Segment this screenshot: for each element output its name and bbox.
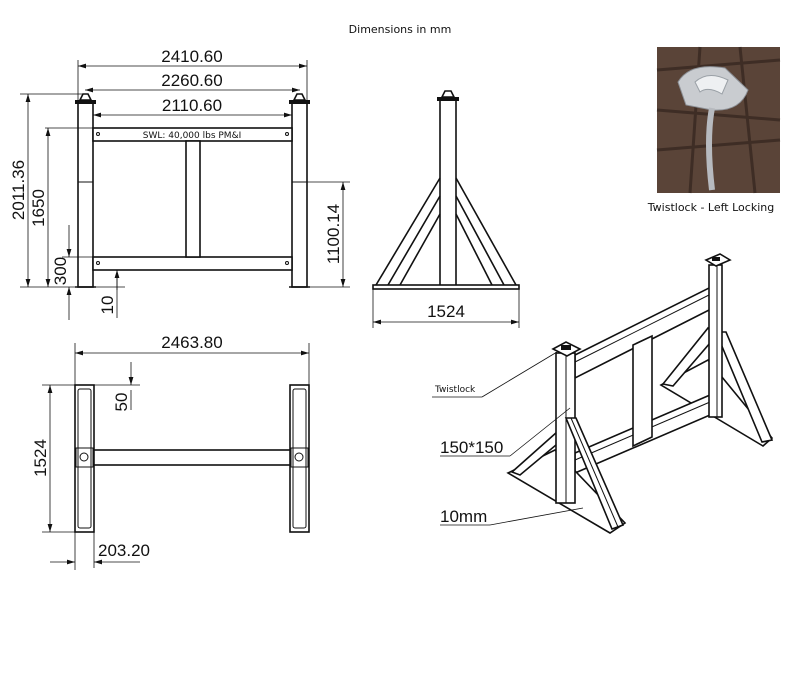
twistlock-icon — [704, 253, 732, 267]
label-plate-thickness: 10mm — [440, 507, 487, 526]
isometric-view: Twistlock 150*150 10mm — [432, 253, 774, 534]
swl-label: SWL: 40,000 lbs PM&I — [143, 131, 242, 141]
dim-foot-width: 203.20 — [98, 541, 150, 560]
dim-total-height: 2011.36 — [9, 160, 28, 220]
dim-depth: 1524 — [31, 439, 50, 477]
dim-twistlock-centers: 2260.60 — [161, 71, 222, 90]
front-view: SWL: 40,000 lbs PM&I 2410.60 2260.60 211… — [9, 47, 350, 320]
twistlock-photo — [656, 46, 781, 194]
twistlock-icon — [289, 93, 310, 104]
dim-offset: 50 — [112, 393, 131, 412]
dim-bottom-beam-height: 300 — [51, 257, 70, 285]
dim-brace-height: 1100.14 — [324, 204, 343, 264]
twistlock-icon — [551, 341, 582, 357]
dim-top-beam-height: 1650 — [29, 189, 48, 227]
dim-base-width: 1524 — [427, 302, 465, 321]
photo-caption: Twistlock - Left Locking — [647, 201, 774, 214]
dim-overall-length: 2463.80 — [161, 333, 222, 352]
label-twistlock: Twistlock — [434, 385, 476, 395]
side-view: 1524 — [372, 90, 520, 328]
twistlock-icon — [437, 90, 459, 101]
dim-base-plate: 10 — [98, 296, 117, 315]
label-post-size: 150*150 — [440, 438, 503, 457]
top-view: 2463.80 1524 50 203.20 — [31, 333, 310, 570]
dim-inner-width: 2110.60 — [162, 96, 222, 115]
twistlock-icon — [75, 93, 96, 104]
drawing-title: Dimensions in mm — [349, 23, 452, 36]
dim-overall-width: 2410.60 — [161, 47, 222, 66]
